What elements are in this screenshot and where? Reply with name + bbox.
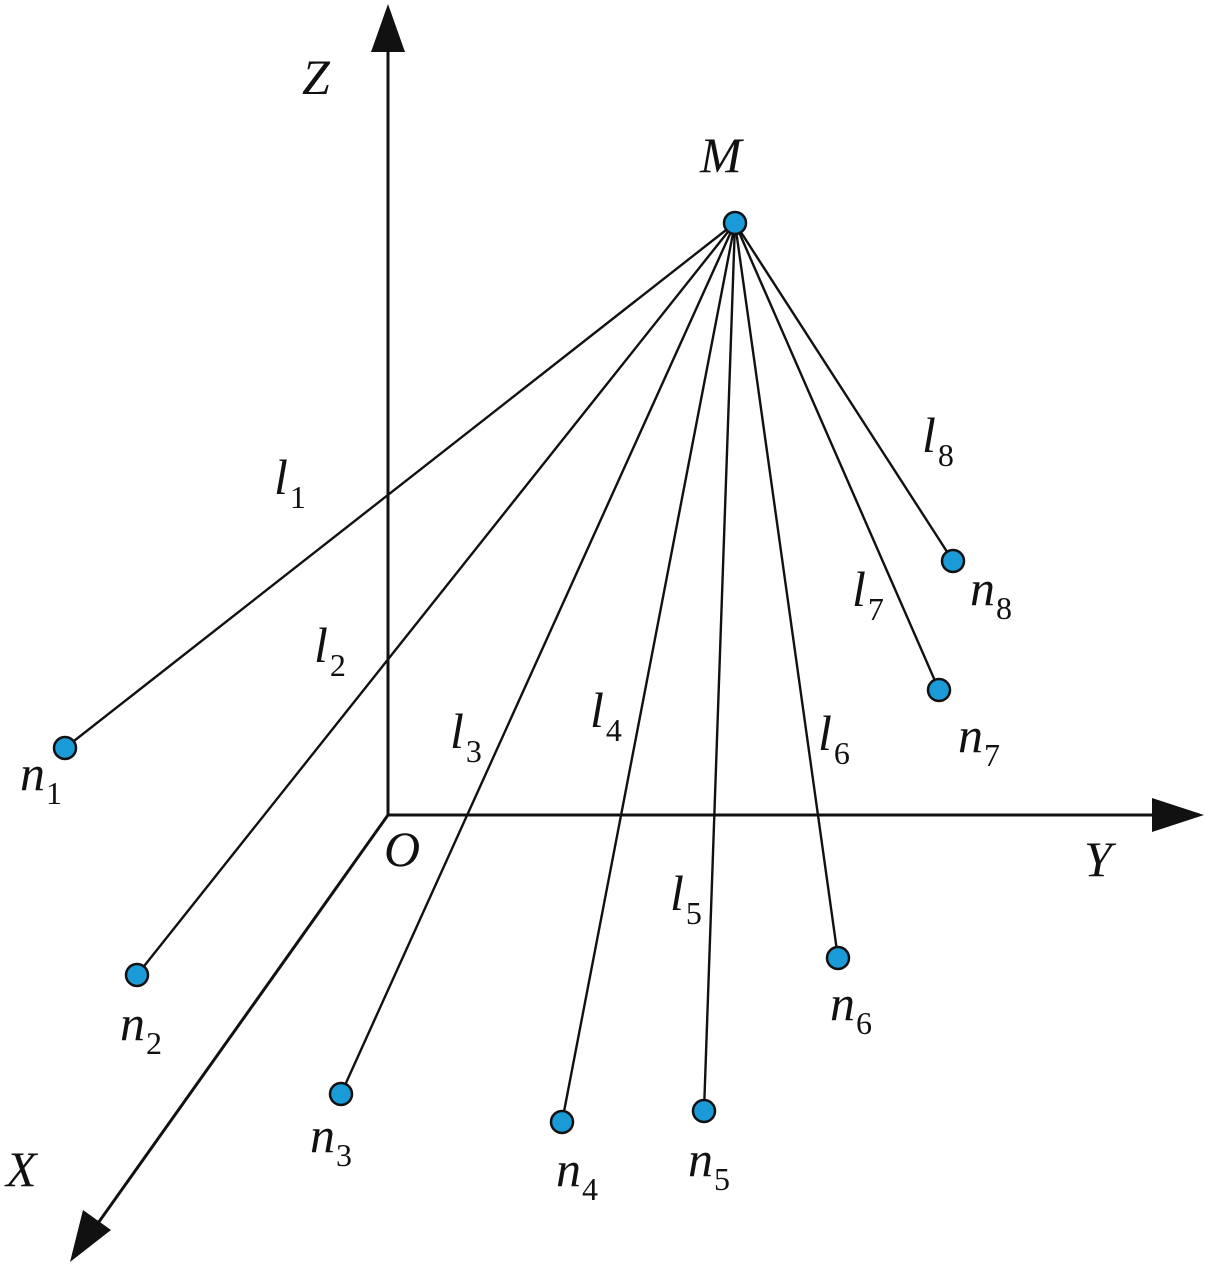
node-n5	[691, 1098, 717, 1124]
z-axis-label: Z	[302, 49, 331, 105]
node-label-n1: n1	[20, 745, 62, 811]
node-n8	[940, 548, 966, 574]
node-labels: M n1 n2 n3 n4 n5 n6 n7 n8	[20, 127, 1012, 1207]
node-n4	[549, 1109, 575, 1135]
node-label-n3: n3	[310, 1107, 352, 1173]
cable-l6	[733, 222, 840, 959]
mass-point-label: M	[699, 127, 744, 183]
node-label-n2: n2	[120, 995, 162, 1061]
node-n3	[328, 1081, 354, 1107]
node-label-n8: n8	[970, 560, 1012, 626]
cable-label-l3: l3	[450, 703, 482, 769]
cable-label-l7: l7	[852, 561, 884, 627]
cable-label-l8: l8	[922, 407, 954, 473]
cable-label-l2: l2	[314, 617, 346, 683]
cable-labels: l1 l2 l3 l4 l5 l6 l7 l8	[274, 407, 954, 931]
z-axis-arrowhead	[371, 4, 405, 52]
node-n2	[124, 962, 150, 988]
cable-l1	[64, 222, 736, 749]
cable-l2	[136, 222, 736, 976]
cable-label-l6: l6	[818, 705, 850, 771]
node-label-n5: n5	[688, 1131, 730, 1197]
cable-l5	[702, 222, 737, 1112]
cable-label-l4: l4	[590, 682, 622, 748]
cable-l7	[733, 222, 941, 691]
y-axis-label: Y	[1084, 831, 1117, 887]
cable-l8	[733, 222, 955, 562]
node-label-n6: n6	[830, 975, 872, 1041]
cable-label-l1: l1	[274, 449, 306, 515]
x-axis	[94, 814, 390, 1227]
axes: Z Y X O	[4, 4, 1204, 1262]
cable-l3	[339, 222, 737, 1095]
x-axis-label: X	[4, 1141, 39, 1197]
node-label-n4: n4	[556, 1141, 598, 1207]
node-n6	[825, 945, 851, 971]
x-axis-arrowhead	[70, 1210, 111, 1262]
node-n7	[926, 677, 952, 703]
nodes	[52, 210, 966, 1135]
cables	[64, 222, 955, 1123]
cable-label-l5: l5	[670, 865, 702, 931]
origin-label: O	[384, 821, 420, 877]
cable-l4	[560, 222, 737, 1123]
y-axis-arrowhead	[1152, 798, 1204, 832]
mass-point-m	[722, 210, 748, 236]
node-n1	[52, 735, 78, 761]
node-label-n7: n7	[958, 707, 1000, 773]
